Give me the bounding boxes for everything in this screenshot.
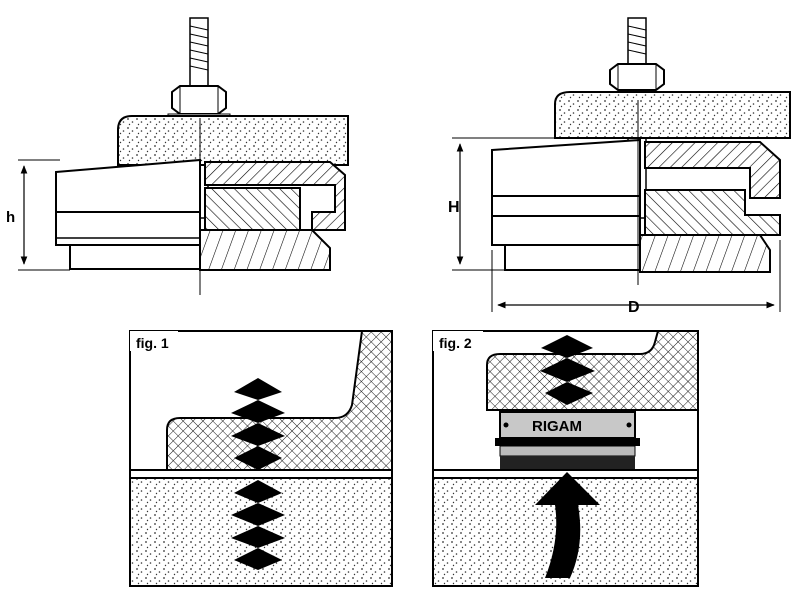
fig2-panel: RIGAM fig. 2 — [432, 330, 699, 587]
machine-foot-left — [117, 115, 349, 166]
section-top-right — [644, 141, 781, 199]
dimension-H: H — [448, 199, 460, 216]
machine-foot-right — [554, 91, 791, 139]
fig1-caption: fig. 1 — [136, 335, 169, 351]
dimension-D: D — [628, 299, 640, 316]
fig1-vibration-upper-icon — [231, 378, 285, 470]
dimension-h: h — [6, 209, 15, 226]
fig1-foot — [166, 330, 393, 471]
fig2-brand-text: RIGAM — [532, 418, 582, 435]
nut-left — [171, 85, 227, 115]
mount-right: H D — [448, 17, 791, 316]
fig2-vibration-icon — [540, 335, 595, 405]
fig1-panel: fig. 1 — [129, 330, 393, 587]
section-top-left — [204, 161, 346, 231]
fig2-damped-arrow-icon — [535, 472, 600, 578]
fig2-rigam-mount — [499, 411, 636, 439]
fig1-vibration-lower-icon — [231, 480, 285, 570]
mount-left: h — [6, 17, 349, 295]
nut-right — [609, 63, 665, 91]
section-base-left — [199, 229, 331, 271]
section-base-right — [639, 234, 771, 273]
fig2-caption: fig. 2 — [439, 335, 472, 351]
